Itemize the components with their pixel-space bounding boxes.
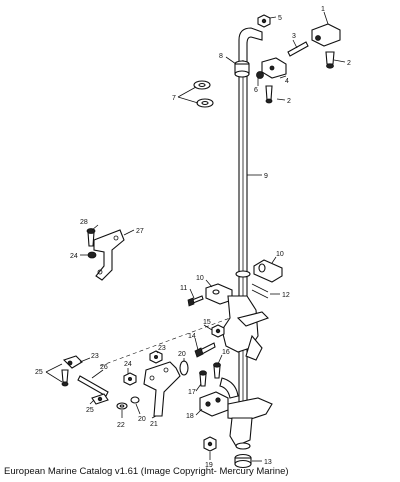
washers: [193, 80, 214, 108]
callout-9: 9: [264, 173, 268, 180]
washer: [179, 360, 189, 376]
shift-shaft: [238, 27, 263, 431]
callout-20: 20: [178, 351, 186, 358]
callout-27: 27: [136, 228, 144, 235]
shaft-bushing: [234, 60, 250, 78]
callout-11: 11: [180, 285, 187, 292]
callout-labels: 1 2 2 3 4 5 6 7 8 9 10 10 11 12 13 14 15…: [35, 6, 351, 469]
callout-16: 16: [222, 349, 230, 356]
lever: [143, 361, 181, 417]
callout-7: 7: [172, 95, 176, 102]
callout-20: 20: [138, 416, 146, 423]
callout-23: 23: [91, 353, 99, 360]
callout-6: 6: [254, 87, 258, 94]
shift-lever-block: [256, 57, 287, 104]
callout-12: 12: [282, 292, 290, 299]
small-hardware: [116, 350, 163, 410]
callout-2: 2: [347, 60, 351, 67]
callout-14: 14: [188, 333, 196, 340]
callout-8: 8: [219, 53, 223, 60]
neutral-switch: [199, 377, 239, 417]
callout-18: 18: [186, 413, 194, 420]
callout-3: 3: [292, 33, 296, 40]
upper-switch-bracket: [235, 259, 283, 299]
clevis-block: [311, 23, 341, 69]
callout-15: 15: [203, 319, 211, 326]
mounting-bracket: [86, 228, 125, 281]
bottom-bushing: [234, 453, 252, 469]
callout-5: 5: [278, 15, 282, 22]
callout-25: 25: [35, 369, 43, 376]
callout-10: 10: [196, 275, 204, 282]
screw: [187, 295, 204, 307]
screw: [194, 342, 216, 358]
callout-23: 23: [158, 345, 166, 352]
shift-arm: [221, 295, 269, 361]
callout-25: 25: [86, 407, 94, 414]
callout-10: 10: [276, 251, 284, 258]
callout-4: 4: [285, 78, 289, 85]
callout-13: 13: [264, 459, 272, 466]
callout-17: 17: [188, 389, 196, 396]
pin: [287, 41, 309, 57]
callout-28: 28: [80, 219, 88, 226]
callout-22: 22: [117, 422, 125, 429]
image-caption: European Marine Catalog v1.61 (Image Cop…: [4, 466, 289, 477]
callout-19: 19: [205, 462, 213, 469]
callout-24: 24: [70, 253, 78, 260]
nut: [211, 324, 225, 338]
callout-24: 24: [124, 361, 132, 368]
callout-1: 1: [321, 6, 325, 13]
screw: [199, 362, 221, 387]
callout-21: 21: [150, 421, 158, 428]
nut: [203, 436, 217, 452]
leader-lines: [45, 11, 346, 462]
nut: [257, 14, 271, 28]
callout-26: 26: [100, 364, 108, 371]
link-rod-assembly: [61, 355, 109, 405]
lower-shift-arm: [227, 397, 273, 450]
callout-2: 2: [287, 98, 291, 105]
assembly-line: [99, 317, 231, 367]
